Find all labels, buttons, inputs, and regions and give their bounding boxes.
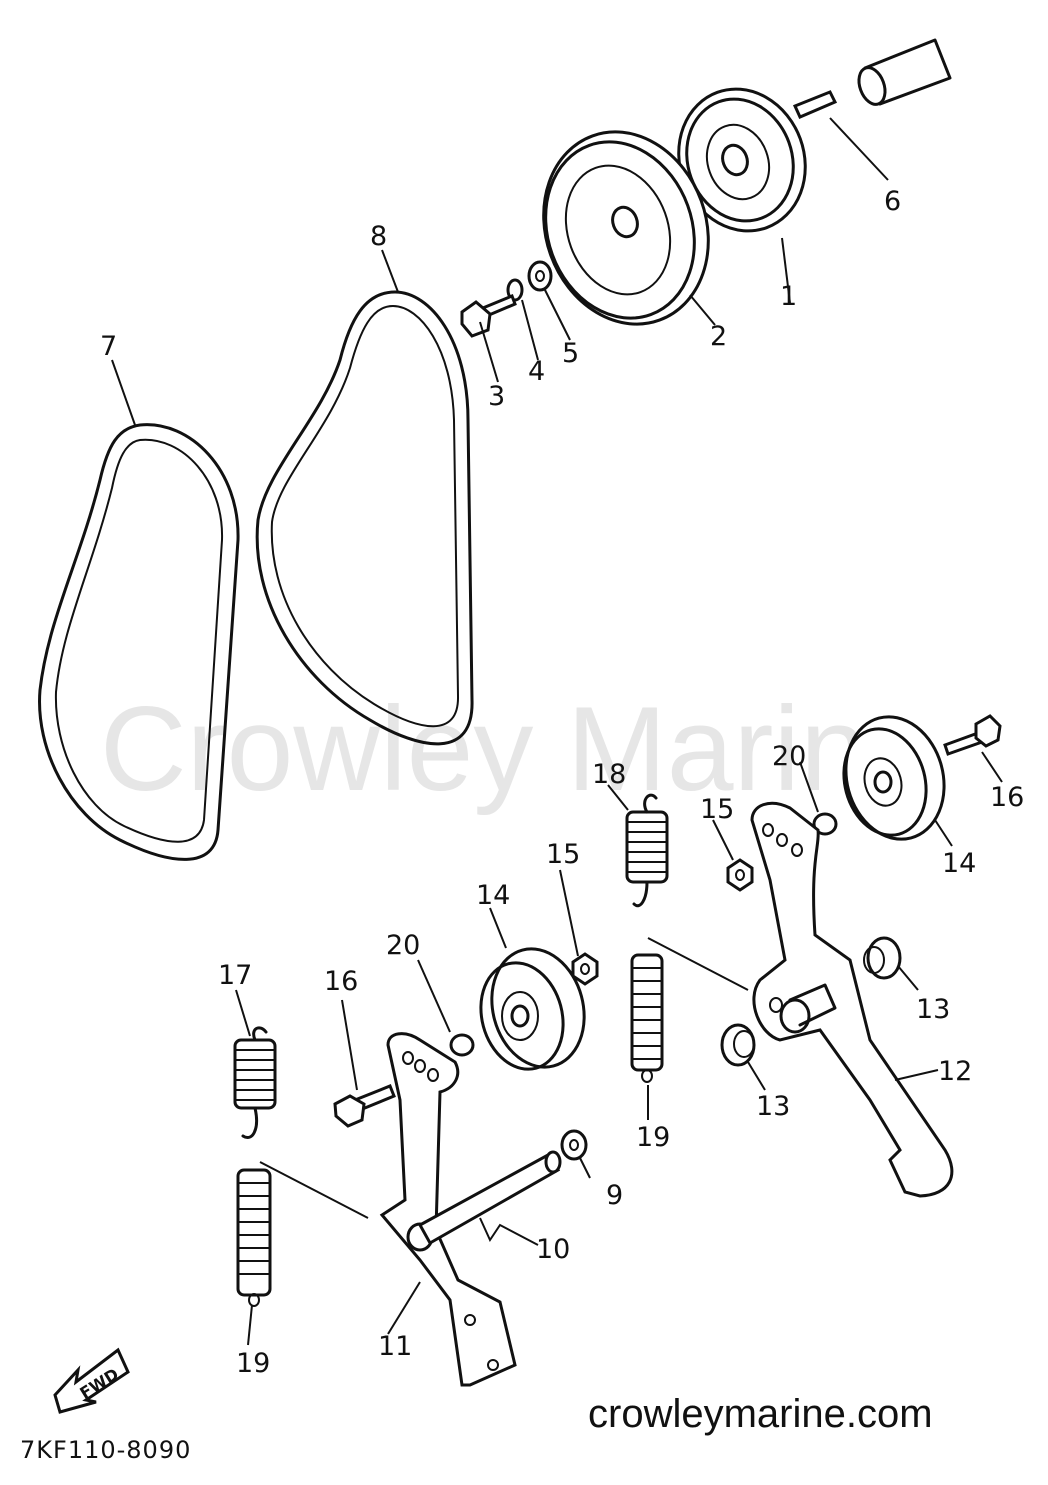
bushing-part-13-upper [863,936,902,980]
nut-part-15-right [726,858,754,892]
watermark-text: Crowley Marine [100,682,934,816]
callout-8: 8 [370,221,387,252]
spring-part-18 [625,793,669,908]
callout-18: 18 [592,759,626,790]
callout-20-right: 20 [772,741,806,772]
callout-7: 7 [100,331,117,362]
shaft [857,38,952,106]
callout-11: 11 [378,1331,412,1362]
pulley-part-2 [542,130,710,326]
leader-lines [111,117,1003,1346]
callout-13-upper: 13 [916,994,950,1025]
washer-part-9 [560,1129,588,1161]
callout-17: 17 [218,960,252,991]
callout-15-right: 15 [700,794,734,825]
bushing-part-13-lower [720,1023,756,1067]
bolt-part-3 [460,294,517,338]
callout-14-left: 14 [476,880,510,911]
callout-16-left: 16 [324,966,358,997]
callout-1: 1 [780,281,797,312]
spacer-part-20-left [449,1033,475,1057]
bolt-part-16-right [943,714,1002,756]
callout-9: 9 [606,1180,623,1211]
idler-pulley-part-14-left [479,947,586,1071]
callout-13-lower: 13 [756,1091,790,1122]
callout-14-right: 14 [942,848,976,879]
key-part-6 [792,90,838,119]
nut-part-15-left [571,952,599,986]
pulley-part-1 [677,87,807,233]
arm-part-12 [750,801,954,1198]
callout-20-left: 20 [386,930,420,961]
callout-19-left: 19 [236,1348,270,1379]
callout-5: 5 [562,338,579,369]
website-url: crowleymarine.com [588,1392,933,1436]
fwd-arrow: FWD [53,1347,130,1414]
diagram-code: 7KF110-8090 [20,1436,192,1464]
idler-pulley-part-14-right [842,715,946,841]
callout-19-middle: 19 [636,1122,670,1153]
spring-part-17 [233,1026,277,1139]
belt-part-8 [255,290,474,746]
callout-10: 10 [536,1234,570,1265]
callout-4: 4 [528,356,545,387]
callouts: 1 2 3 4 5 6 7 8 9 10 11 12 13 13 14 14 1… [100,186,1024,1379]
callout-12: 12 [938,1056,972,1087]
shaft-part-10 [417,1150,562,1246]
callout-6: 6 [884,186,901,217]
belt-part-7 [38,423,240,861]
callout-15-left: 15 [546,839,580,870]
spacer-part-20-right [812,812,838,836]
spring-part-19-middle [630,953,664,1083]
callout-3: 3 [488,381,505,412]
callout-16-right: 16 [990,782,1024,813]
callout-2: 2 [710,321,727,352]
washer-part-5 [527,260,553,292]
bolt-part-16-left [333,1084,396,1128]
spring-part-19-left [236,1168,272,1307]
